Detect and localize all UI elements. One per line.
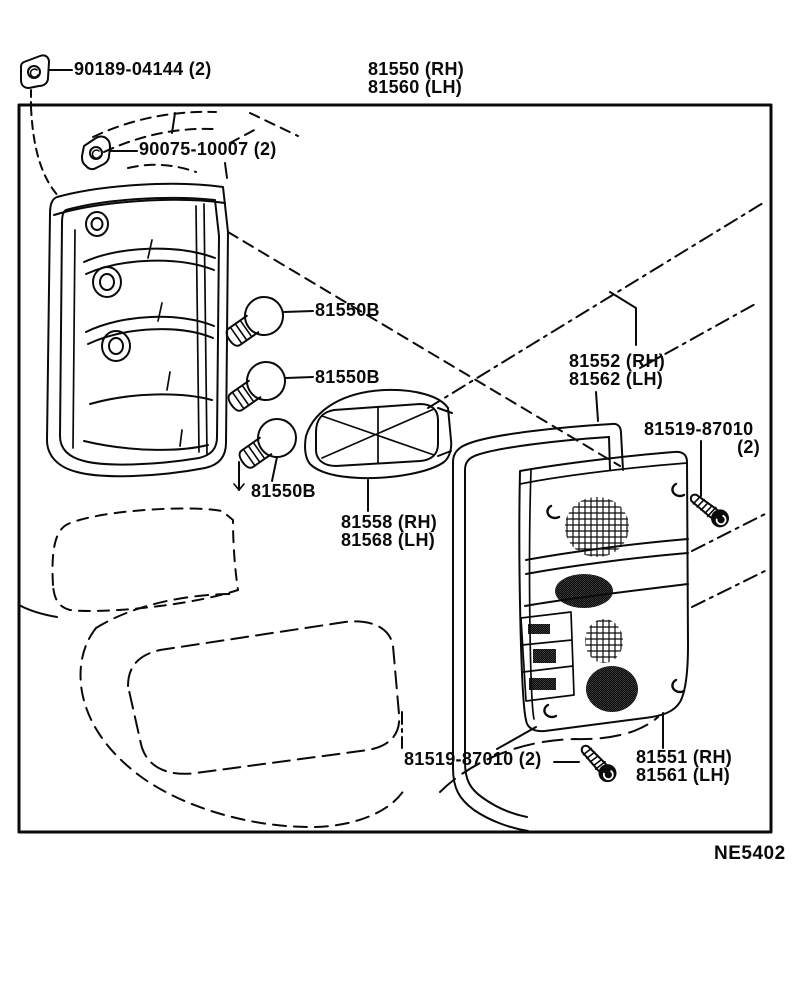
label-bulb-2: 81550B (315, 367, 380, 387)
label-lens-lh: 81561 (LH) (636, 765, 731, 785)
label-gasket: 81552 (RH) 81562 (LH) (569, 352, 665, 388)
phantom-body-corner (18, 507, 659, 829)
label-gasket-lh: 81562 (LH) (569, 369, 664, 389)
label-lens-rh: 81551 (RH) (636, 747, 733, 767)
diagram-frame (17, 103, 773, 834)
label-lamp-body-lh: 81560 (LH) (368, 77, 463, 97)
label-bulb-3: 81550B (251, 481, 316, 501)
label-housing-rh: 81558 (RH) (341, 512, 438, 532)
screw-lower-drawing (553, 739, 622, 787)
bulb-3-drawing (230, 410, 305, 491)
label-bulb-1: 81550B (315, 300, 380, 320)
label-screw-upper-qty: (2) (737, 437, 760, 457)
label-clip: 90189-04144 (2) (74, 59, 212, 79)
label-gasket-rh: 81552 (RH) (569, 351, 666, 371)
phantom-cab-lines (92, 110, 299, 173)
assembly-axis-line (227, 231, 621, 467)
label-housing: 81558 (RH) 81568 (LH) (341, 513, 437, 549)
rail-leader-fork (609, 291, 637, 346)
label-lamp-body-rh: 81550 (RH) (368, 59, 465, 79)
phantom-bed-rail-lines (427, 202, 770, 608)
label-housing-lh: 81568 (LH) (341, 530, 436, 550)
screw-upper-drawing (685, 440, 734, 532)
lens-gasket-drawing (452, 391, 624, 832)
backup-lamp-housing-drawing (304, 388, 453, 512)
figure-code: NE5402 (714, 843, 786, 864)
label-screw-upper-number: 81519-87010 (644, 419, 754, 439)
label-lamp-body: 81550 (RH) 81560 (LH) (368, 60, 464, 96)
label-nut: 90075-10007 (2) (139, 139, 277, 159)
tail-lamp-body-drawing (46, 182, 229, 478)
tail-lamp-lens-drawing (496, 450, 689, 750)
nut-fastener-drawing (81, 135, 228, 179)
bulb-1-drawing (217, 288, 314, 357)
clip-fastener-drawing (20, 54, 73, 198)
label-screw-upper: 81519-87010 (2) (644, 420, 760, 456)
bulb-2-drawing (219, 353, 314, 422)
label-screw-lower: 81519-87010 (2) (404, 749, 542, 769)
label-lens: 81551 (RH) 81561 (LH) (636, 748, 732, 784)
